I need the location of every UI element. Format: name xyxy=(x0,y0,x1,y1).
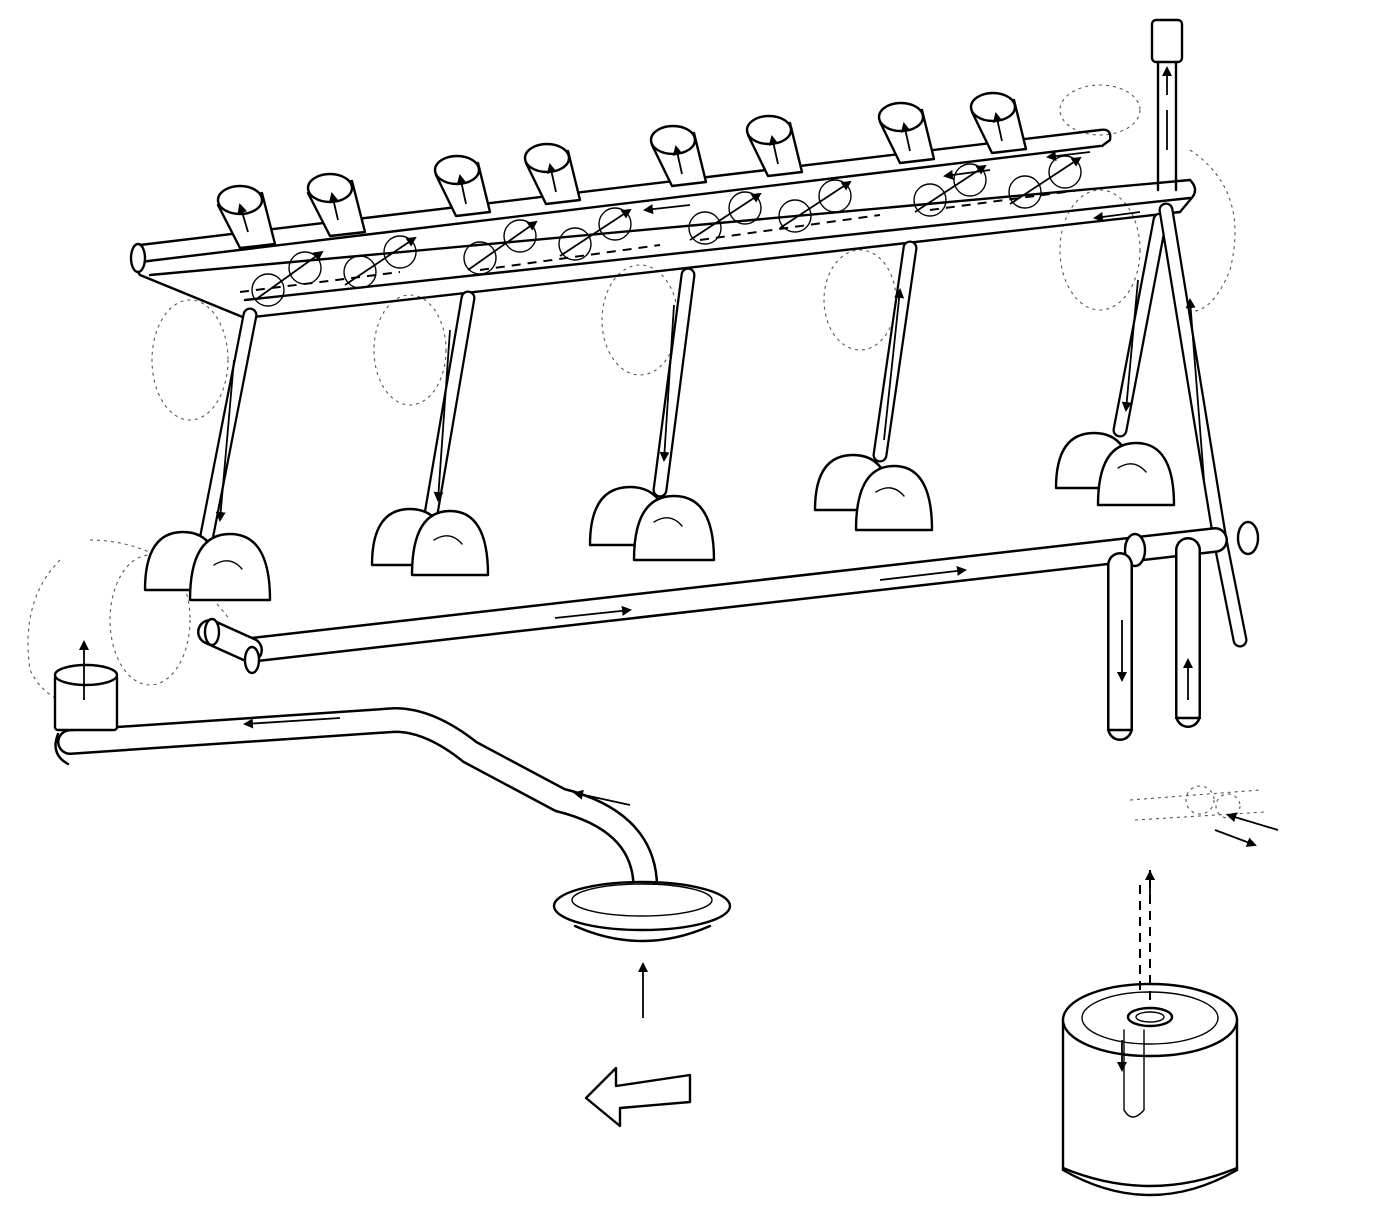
lifter-8 xyxy=(969,91,1028,155)
lifter-5 xyxy=(649,124,708,188)
cam-bearing-swirls xyxy=(251,155,1082,307)
lifter-3 xyxy=(433,154,492,218)
front-direction-arrow-icon xyxy=(584,1066,692,1128)
oil-pressure-sender-icon xyxy=(1150,18,1184,192)
lifter-4 xyxy=(523,142,582,206)
bearing-1 xyxy=(143,530,272,602)
lifter-7 xyxy=(877,101,936,165)
bearing-2 xyxy=(370,507,490,577)
bearing-5 xyxy=(1054,431,1176,507)
filter-adapter-tubes xyxy=(1106,537,1202,741)
bearing-3 xyxy=(588,485,716,562)
main-oil-gallery xyxy=(197,520,1260,675)
oil-pump-pickup xyxy=(53,640,658,913)
oil-pickup-icon xyxy=(552,880,732,1018)
main-bearing-saddles xyxy=(143,431,1176,602)
bearing-4 xyxy=(813,453,934,532)
main-bearing-feeds xyxy=(197,202,1248,648)
lifter-6 xyxy=(745,114,804,178)
oil-filter-icon xyxy=(1061,785,1279,1197)
lifter-1 xyxy=(216,184,277,250)
lifter-2 xyxy=(306,172,367,238)
lifter-cylinders xyxy=(216,91,1028,250)
